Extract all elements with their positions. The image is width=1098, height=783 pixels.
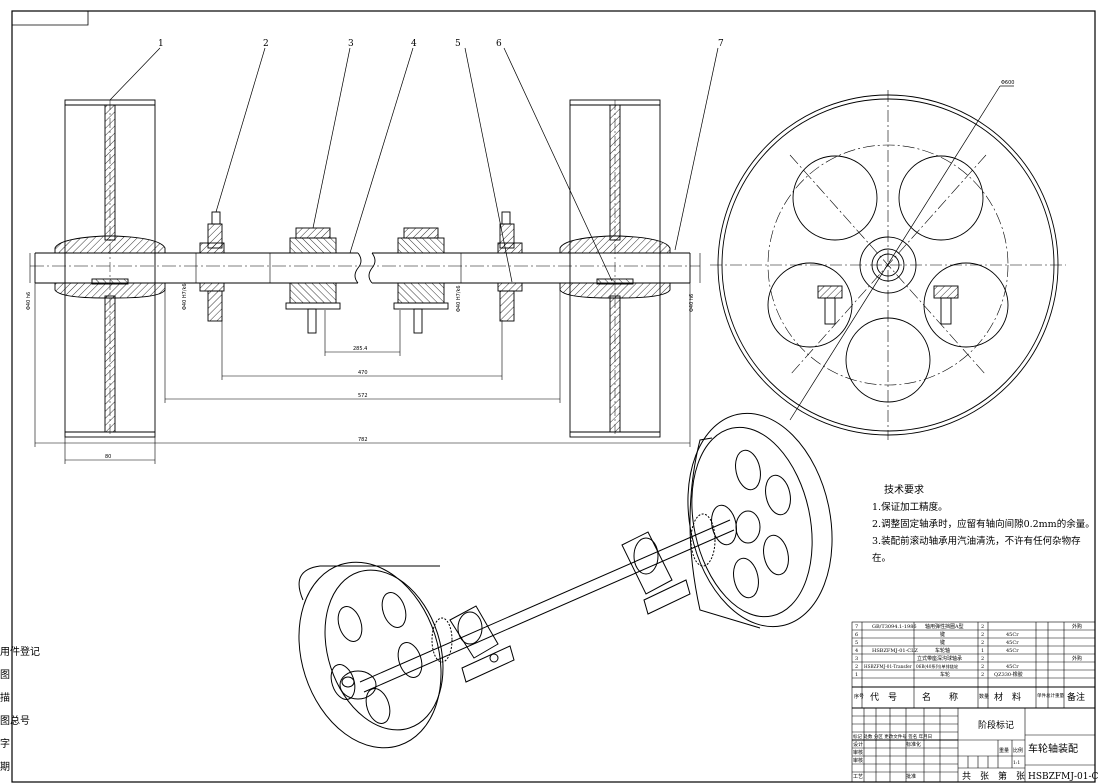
side-view (710, 85, 1066, 440)
dim-470: 470 (358, 370, 368, 376)
drawing-number: HSBZFMJ-01-CLZZ (1028, 772, 1098, 782)
balloon-leaders (109, 47, 719, 283)
svg-text:QZ330-橡胶: QZ330-橡胶 (994, 671, 1023, 678)
left-sprocket-section (199, 211, 225, 322)
svg-text:重量: 重量 (999, 747, 1009, 754)
front-section-view (29, 47, 719, 464)
svg-text:代 号: 代 号 (870, 692, 897, 703)
svg-text:审核: 审核 (853, 749, 863, 756)
svg-text:2: 2 (855, 664, 858, 670)
svg-text:立式带座深沟球轴承: 立式带座深沟球轴承 (917, 655, 962, 662)
title-block-texts: 阶段标记 车轮轴装配 HSBZFMJ-01-CLZZ 重量 比例 1:1 共 张… (853, 719, 1098, 782)
dim-572: 572 (358, 393, 368, 399)
svg-text:1:1: 1:1 (1013, 760, 1020, 766)
svg-text:键: 键 (940, 631, 945, 638)
svg-text:批准: 批准 (906, 773, 916, 780)
balloon-7: 7 (718, 39, 724, 49)
dim-phi40-1: Φ40 h6 (26, 292, 32, 310)
right-sprocket-section (497, 211, 523, 322)
svg-text:2: 2 (981, 656, 984, 662)
svg-text:HSBZFMJ-01-Transfer: HSBZFMJ-01-Transfer (864, 664, 912, 669)
side-label-drawing: 图 (0, 670, 10, 681)
balloon-labels: 1 2 3 4 5 6 7 (158, 39, 724, 49)
bom-table: 7 GB/T3094.1-1986 轴用弹性挡圈A型 2 外购 6 键 2 45… (854, 623, 1085, 703)
right-wheel-section (559, 99, 671, 438)
dim-phi40-3: Φ40 H7/k6 (456, 285, 462, 312)
svg-text:45Cr: 45Cr (1006, 664, 1019, 670)
stage-mark: 阶段标记 (978, 719, 1014, 731)
svg-text:轴用弹性挡圈A型: 轴用弹性挡圈A型 (925, 623, 964, 630)
svg-text:比例: 比例 (1013, 747, 1023, 754)
tech-item-3: 3.装配前滚动轴承用汽油清洗，不许有任何杂物存在。 (872, 536, 1081, 564)
svg-text:GB/T3094.1-1986: GB/T3094.1-1986 (872, 624, 917, 630)
svg-text:外购: 外购 (1072, 623, 1082, 630)
svg-text:单件总计重量: 单件总计重量 (1037, 692, 1064, 699)
svg-text:3: 3 (855, 656, 858, 662)
svg-text:备注: 备注 (1067, 691, 1085, 703)
svg-text:2: 2 (981, 624, 984, 630)
svg-text:外购: 外购 (1072, 655, 1082, 662)
side-label-date: 期 (0, 762, 10, 773)
side-label-sign: 字 (0, 739, 10, 750)
svg-text:车轮: 车轮 (940, 671, 950, 678)
balloon-3: 3 (348, 39, 354, 49)
balloon-6: 6 (496, 39, 502, 49)
left-bearing-section (285, 227, 341, 334)
dim-phi40-2: Φ40 H7/k6 (182, 283, 188, 310)
svg-text:序号: 序号 (854, 693, 864, 700)
title-block-grid (851, 621, 1096, 783)
dim-782: 782 (358, 437, 368, 443)
svg-text:7: 7 (855, 624, 858, 630)
svg-text:审核: 审核 (853, 757, 863, 764)
balloon-4: 4 (411, 39, 417, 49)
svg-text:4: 4 (855, 648, 858, 654)
sheet-count: 共 张 第 张 (962, 770, 1025, 782)
svg-text:工艺: 工艺 (853, 774, 863, 780)
svg-text:材 料: 材 料 (994, 691, 1021, 703)
side-label-total-no: 图总号 (0, 716, 30, 727)
svg-text:名 称: 名 称 (922, 691, 958, 703)
corner-box (11, 11, 89, 26)
svg-text:2: 2 (981, 672, 984, 678)
balloon-1: 1 (158, 39, 164, 49)
dimension-lines (29, 253, 701, 464)
dim-phi600: Φ600 (1001, 80, 1014, 86)
balloon-5: 5 (455, 39, 461, 49)
side-label-trace: 描 (0, 693, 10, 704)
svg-text:2: 2 (981, 640, 984, 646)
svg-text:45Cr: 45Cr (1006, 648, 1019, 654)
right-bearing-section (393, 227, 449, 334)
dim-285: 285.4 (353, 346, 367, 352)
svg-text:标准化: 标准化 (906, 741, 921, 748)
svg-text:车轮轴: 车轮轴 (935, 647, 950, 654)
technical-requirements: 技术要求 1.保证加工精度。 2.调整固定轴承时，应留有轴向间隙0.2mm的余量… (872, 482, 1098, 567)
svg-text:6: 6 (855, 632, 858, 638)
balloon-2: 2 (263, 39, 269, 49)
svg-text:1: 1 (855, 672, 858, 678)
left-wheel-section (54, 99, 166, 438)
dim-phi40-4: Φ40 h6 (689, 294, 695, 312)
svg-text:键: 键 (940, 639, 945, 646)
svg-text:1: 1 (981, 648, 984, 654)
isometric-view (298, 412, 833, 749)
svg-text:2: 2 (981, 632, 984, 638)
svg-text:2: 2 (981, 664, 984, 670)
svg-text:06B(40系列)单排链轮: 06B(40系列)单排链轮 (916, 663, 959, 670)
svg-text:标记 处数 分区 更改文件号 签名 年月日: 标记 处数 分区 更改文件号 签名 年月日 (853, 733, 932, 740)
side-label-registration: 用件登记 (0, 647, 40, 658)
tech-item-1: 1.保证加工精度。 (872, 502, 948, 513)
tech-title: 技术要求 (884, 485, 924, 496)
drawing-title: 车轮轴装配 (1028, 742, 1078, 755)
svg-text:5: 5 (855, 640, 858, 646)
svg-text:45Cr: 45Cr (1006, 640, 1019, 646)
svg-text:45Cr: 45Cr (1006, 632, 1019, 638)
svg-text:设计: 设计 (853, 741, 863, 748)
dim-80: 80 (105, 454, 111, 460)
svg-text:HSBZFMJ-01-CLZ: HSBZFMJ-01-CLZ (872, 648, 918, 654)
drawing-border (11, 10, 1096, 783)
dimension-texts: 285.4 470 572 782 80 Φ40 h6 Φ40 H7/k6 Φ4… (26, 80, 1014, 460)
tech-item-2: 2.调整固定轴承时，应留有轴向间隙0.2mm的余量。 (872, 519, 1095, 530)
svg-text:数量: 数量 (979, 693, 989, 700)
